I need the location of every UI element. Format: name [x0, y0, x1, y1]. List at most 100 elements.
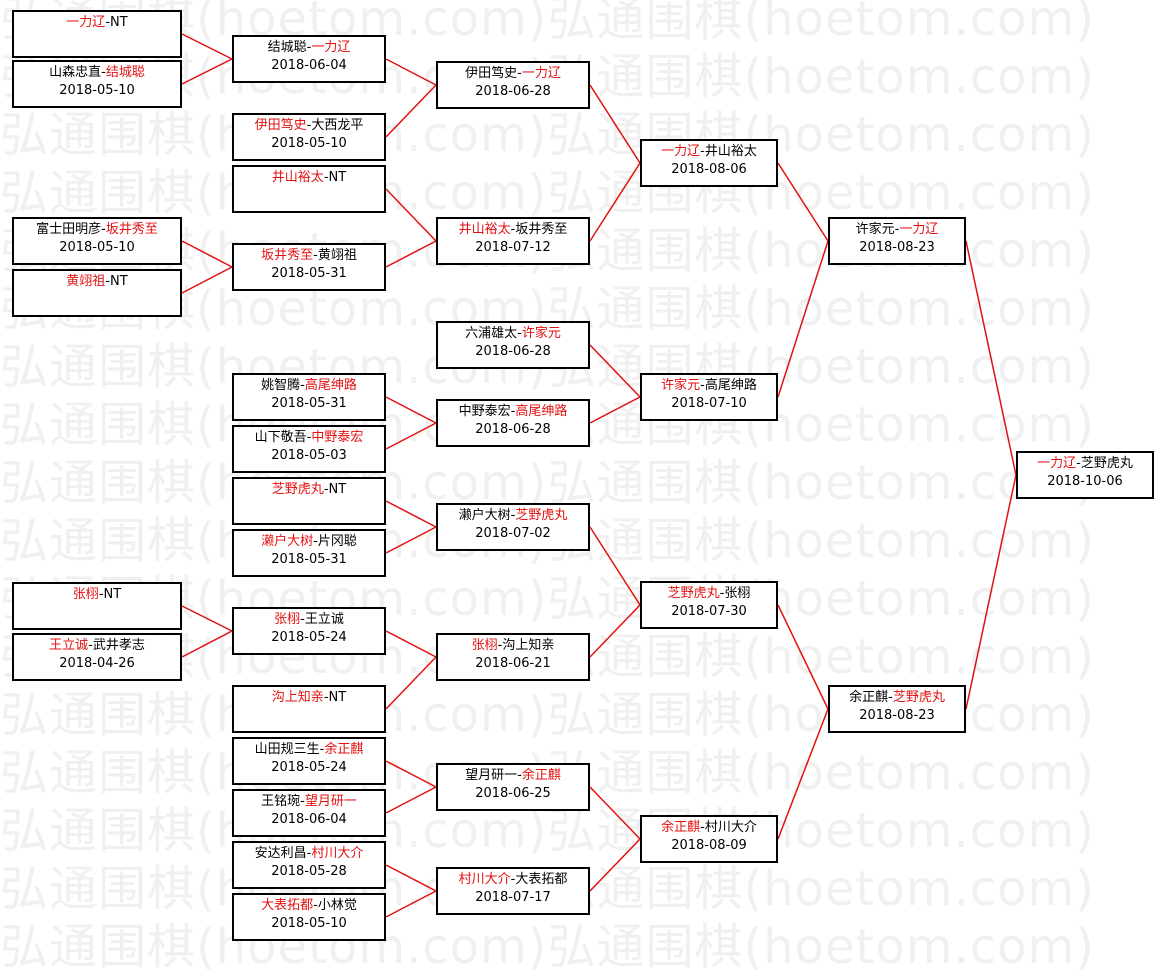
match-box[interactable]: 张栩-NT: [12, 582, 182, 630]
match-date: 2018-06-28: [475, 84, 551, 99]
match-date: 2018-05-28: [271, 864, 347, 879]
match-players: 张栩-王立诚: [234, 611, 384, 629]
bracket-connector: [589, 344, 641, 398]
player-a: 安达利昌: [254, 846, 307, 861]
player-b: 村川大介: [704, 820, 757, 835]
player-b: 余正麒: [324, 742, 364, 757]
bracket-connector: [385, 760, 437, 788]
match-box[interactable]: 沟上知亲-NT: [232, 685, 386, 733]
player-a: 坂井秀至: [261, 248, 314, 263]
bracket-connector: [589, 396, 641, 424]
player-b: 一力辽: [521, 66, 561, 81]
player-a: 结城聪: [267, 40, 307, 55]
match-date: 2018-06-04: [271, 58, 347, 73]
player-b: 沟上知亲: [502, 638, 555, 653]
player-b: 坂井秀至: [105, 222, 158, 237]
player-b: 芝野虎丸: [892, 690, 945, 705]
match-box[interactable]: 张栩-沟上知亲 2018-06-21: [436, 633, 590, 681]
player-a: 濑户大树: [458, 508, 511, 523]
match-players: 山下敬吾-中野泰宏: [234, 429, 384, 447]
player-b: 坂井秀至: [515, 222, 568, 237]
versus-dash: -: [517, 66, 522, 81]
match-date: 2018-05-10: [271, 916, 347, 931]
player-a: 张栩: [471, 638, 498, 653]
match-box[interactable]: 井山裕太-NT: [232, 165, 386, 213]
player-a: 富士田明彦: [36, 222, 102, 237]
player-b: 结城聪: [105, 65, 145, 80]
player-a: 张栩: [274, 612, 301, 627]
match-date: 2018-05-24: [271, 760, 347, 775]
match-players: 张栩-NT: [14, 586, 180, 604]
bracket-connector: [385, 396, 437, 424]
versus-dash: -: [101, 65, 106, 80]
player-a: 村川大介: [458, 872, 511, 887]
versus-dash: -: [306, 118, 312, 133]
player-b: 井山裕太: [704, 144, 757, 159]
match-players: 伊田笃史-大西龙平: [234, 117, 384, 135]
match-players: 姚智腾-高尾绅路: [234, 377, 384, 395]
versus-dash: -: [700, 378, 705, 393]
versus-dash: -: [300, 378, 305, 393]
player-b: 大表拓都: [515, 872, 568, 887]
versus-dash: -: [497, 638, 503, 653]
versus-dash: -: [517, 326, 522, 341]
versus-dash: -: [510, 872, 516, 887]
match-players: 芝野虎丸-NT: [234, 481, 384, 499]
player-a: 王铭琬: [261, 794, 301, 809]
bracket-connector: [385, 58, 437, 86]
match-box[interactable]: 芝野虎丸-NT: [232, 477, 386, 525]
versus-dash: -: [894, 222, 900, 237]
match-players: 余正麒-村川大介: [642, 819, 776, 837]
player-a: 井山裕太: [458, 222, 511, 237]
player-b: 片冈聪: [317, 534, 357, 549]
versus-dash: -: [300, 794, 305, 809]
match-box[interactable]: 黄翊祖-NT: [12, 269, 182, 317]
versus-dash: -: [719, 586, 725, 601]
match-players: 山森忠直-结城聪: [14, 64, 180, 82]
bracket-connector: [385, 786, 437, 814]
match-date: 2018-06-21: [475, 656, 551, 671]
player-a: 大表拓都: [261, 898, 314, 913]
player-a: 许家元: [855, 222, 895, 237]
player-b: 一力辽: [311, 40, 351, 55]
versus-dash: -: [313, 534, 318, 549]
bracket-connector: [589, 786, 641, 840]
player-b: 张栩: [724, 586, 751, 601]
player-b: 余正麒: [521, 768, 561, 783]
versus-dash: -: [510, 222, 516, 237]
player-a: 芝野虎丸: [667, 586, 720, 601]
player-a: 芝野虎丸: [271, 482, 324, 497]
versus-dash: -: [1076, 456, 1081, 471]
match-date: 2018-07-02: [475, 526, 551, 541]
match-box[interactable]: 一力辽-NT: [12, 10, 182, 58]
match-date: 2018-05-03: [271, 448, 347, 463]
